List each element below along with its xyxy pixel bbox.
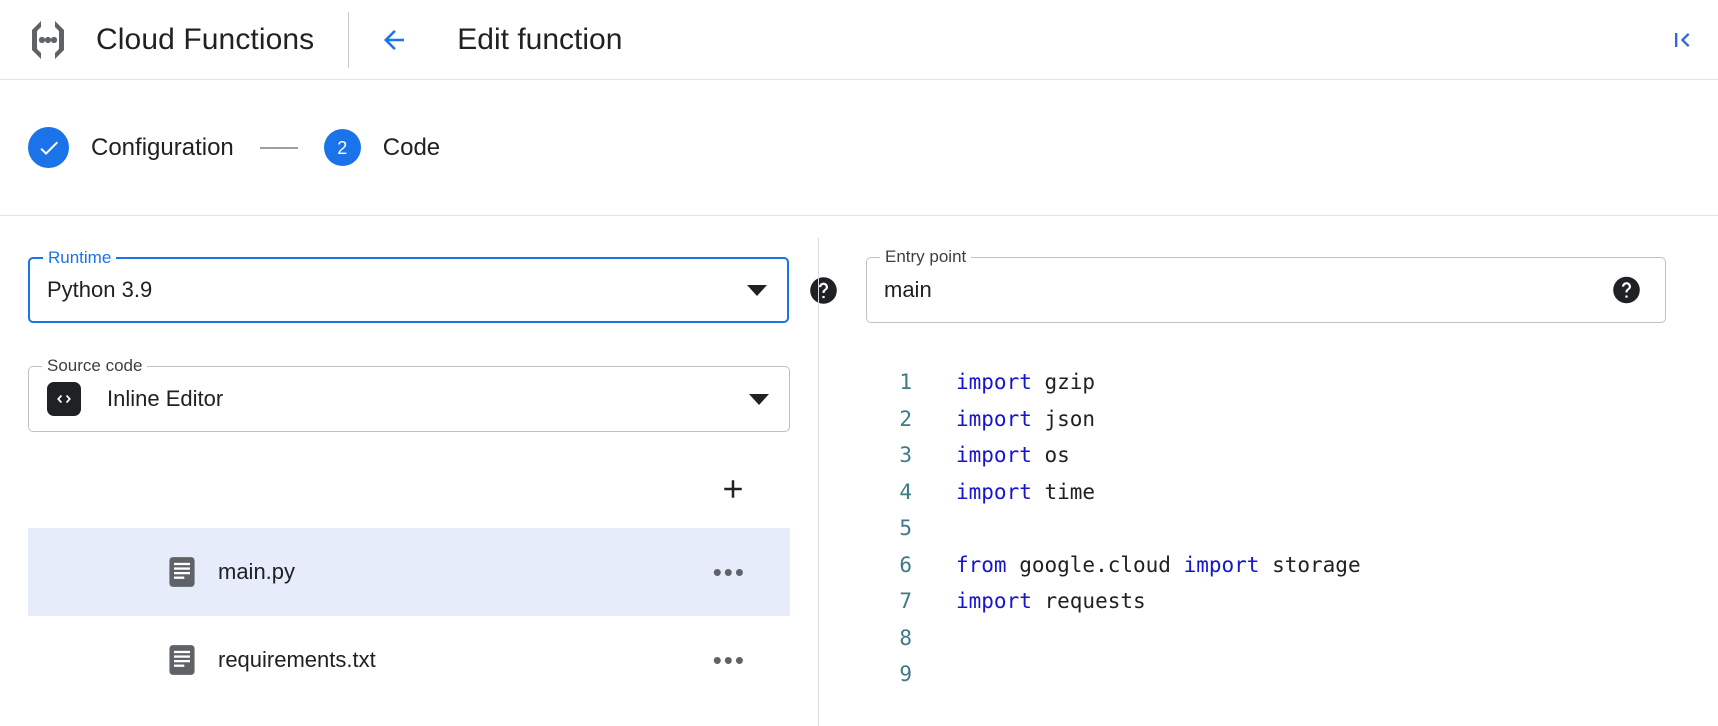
app-header: Cloud Functions Edit function	[0, 0, 1718, 80]
arrow-back-icon[interactable]	[379, 25, 409, 55]
more-options-icon[interactable]: •••	[712, 557, 746, 587]
step-connector	[259, 146, 298, 149]
runtime-label: Runtime	[43, 248, 117, 268]
content-area: Runtime Python 3.9 Source code	[0, 216, 1718, 726]
left-pane: Runtime Python 3.9 Source code	[0, 216, 837, 726]
code-line: 5	[856, 510, 1718, 547]
add-file-icon[interactable]	[718, 474, 748, 504]
entry-point-value: main	[884, 277, 932, 302]
file-icon	[169, 645, 195, 675]
collapse-panel-icon[interactable]	[1668, 26, 1696, 54]
pane-divider	[818, 238, 819, 726]
more-options-icon[interactable]: •••	[712, 645, 746, 675]
file-list: main.py ••• requirements.txt •••	[28, 528, 790, 704]
code-line-number: 8	[899, 625, 912, 650]
back-navigation: Edit function	[349, 23, 622, 57]
step-configuration-marker	[28, 127, 69, 168]
cloud-functions-logo-icon	[32, 20, 64, 59]
step-code[interactable]: 2 Code	[323, 129, 441, 166]
code-line-number: 4	[899, 479, 912, 504]
wizard-stepper: Configuration 2 Code	[0, 80, 1718, 216]
code-line-text[interactable]: from google.cloud import storage	[912, 547, 1361, 584]
code-line-number: 5	[899, 516, 912, 540]
code-keyword: import	[1183, 552, 1260, 577]
code-line-text[interactable]: import json	[912, 401, 1095, 438]
code-line-text[interactable]	[912, 656, 956, 693]
entry-point-label: Entry point	[880, 247, 972, 267]
code-keyword: import	[956, 589, 1032, 613]
source-code-row: Source code Inline Editor	[28, 356, 790, 432]
step-code-label: Code	[382, 133, 441, 161]
code-line-number: 2	[899, 406, 912, 431]
code-keyword: import	[956, 479, 1032, 504]
header-vertical-divider	[348, 11, 350, 68]
runtime-row: Runtime Python 3.9	[28, 248, 838, 323]
code-line-number: 7	[899, 589, 912, 613]
code-line-text[interactable]: import gzip	[912, 364, 1095, 401]
source-code-chevron-down-icon[interactable]	[749, 393, 769, 405]
code-line-text[interactable]: import os	[912, 437, 1070, 474]
file-name: requirements.txt	[218, 647, 376, 672]
check-icon	[39, 141, 58, 155]
runtime-select[interactable]: Runtime Python 3.9	[28, 248, 789, 323]
code-keyword: from	[956, 552, 1007, 577]
runtime-value: Python 3.9	[47, 277, 153, 302]
code-line-number: 3	[899, 443, 912, 467]
add-file-row	[28, 454, 790, 524]
runtime-help-icon[interactable]	[809, 276, 838, 305]
entry-point-input[interactable]: Entry point main	[866, 247, 1666, 323]
file-icon	[169, 557, 195, 587]
step-configuration-label: Configuration	[91, 133, 234, 161]
code-token: storage	[1259, 552, 1361, 577]
page-title: Edit function	[457, 22, 623, 56]
source-code-value: Inline Editor	[107, 386, 224, 411]
product-home-link[interactable]: Cloud Functions	[0, 0, 314, 79]
code-line: 8	[856, 620, 1718, 657]
step-code-number: 2	[337, 137, 348, 158]
chevron-down-icon[interactable]	[747, 284, 767, 296]
code-brackets-icon	[47, 382, 81, 416]
code-keyword: import	[956, 406, 1032, 431]
code-line-text[interactable]: import requests	[912, 583, 1146, 620]
code-token: google.cloud	[1006, 552, 1184, 577]
entry-point-help-icon[interactable]	[1612, 276, 1641, 305]
code-token: time	[1031, 479, 1096, 504]
code-line-text[interactable]	[912, 620, 956, 657]
code-token: os	[1031, 443, 1070, 467]
step-code-marker: 2	[323, 129, 361, 166]
source-code-label: Source code	[42, 356, 148, 376]
code-keyword: import	[956, 370, 1032, 394]
code-line-number: 9	[899, 662, 912, 686]
code-line-number: 6	[899, 552, 912, 577]
code-keyword: import	[956, 443, 1032, 467]
code-line-text[interactable]: import time	[912, 474, 1095, 511]
code-line-number: 1	[899, 370, 912, 394]
file-name: main.py	[218, 559, 296, 584]
product-title: Cloud Functions	[96, 22, 315, 56]
code-token: json	[1031, 406, 1096, 431]
code-line: 9	[856, 656, 1718, 693]
code-line-text[interactable]	[912, 510, 956, 547]
step-configuration[interactable]: Configuration	[28, 127, 234, 168]
code-token: gzip	[1031, 370, 1096, 394]
file-list-item-requirements-txt[interactable]: requirements.txt •••	[28, 616, 790, 704]
source-code-select[interactable]: Source code Inline Editor	[28, 356, 790, 432]
code-token: requests	[1031, 589, 1146, 613]
file-list-item-main-py[interactable]: main.py •••	[28, 528, 790, 616]
entry-point-row: Entry point main	[866, 247, 1676, 323]
